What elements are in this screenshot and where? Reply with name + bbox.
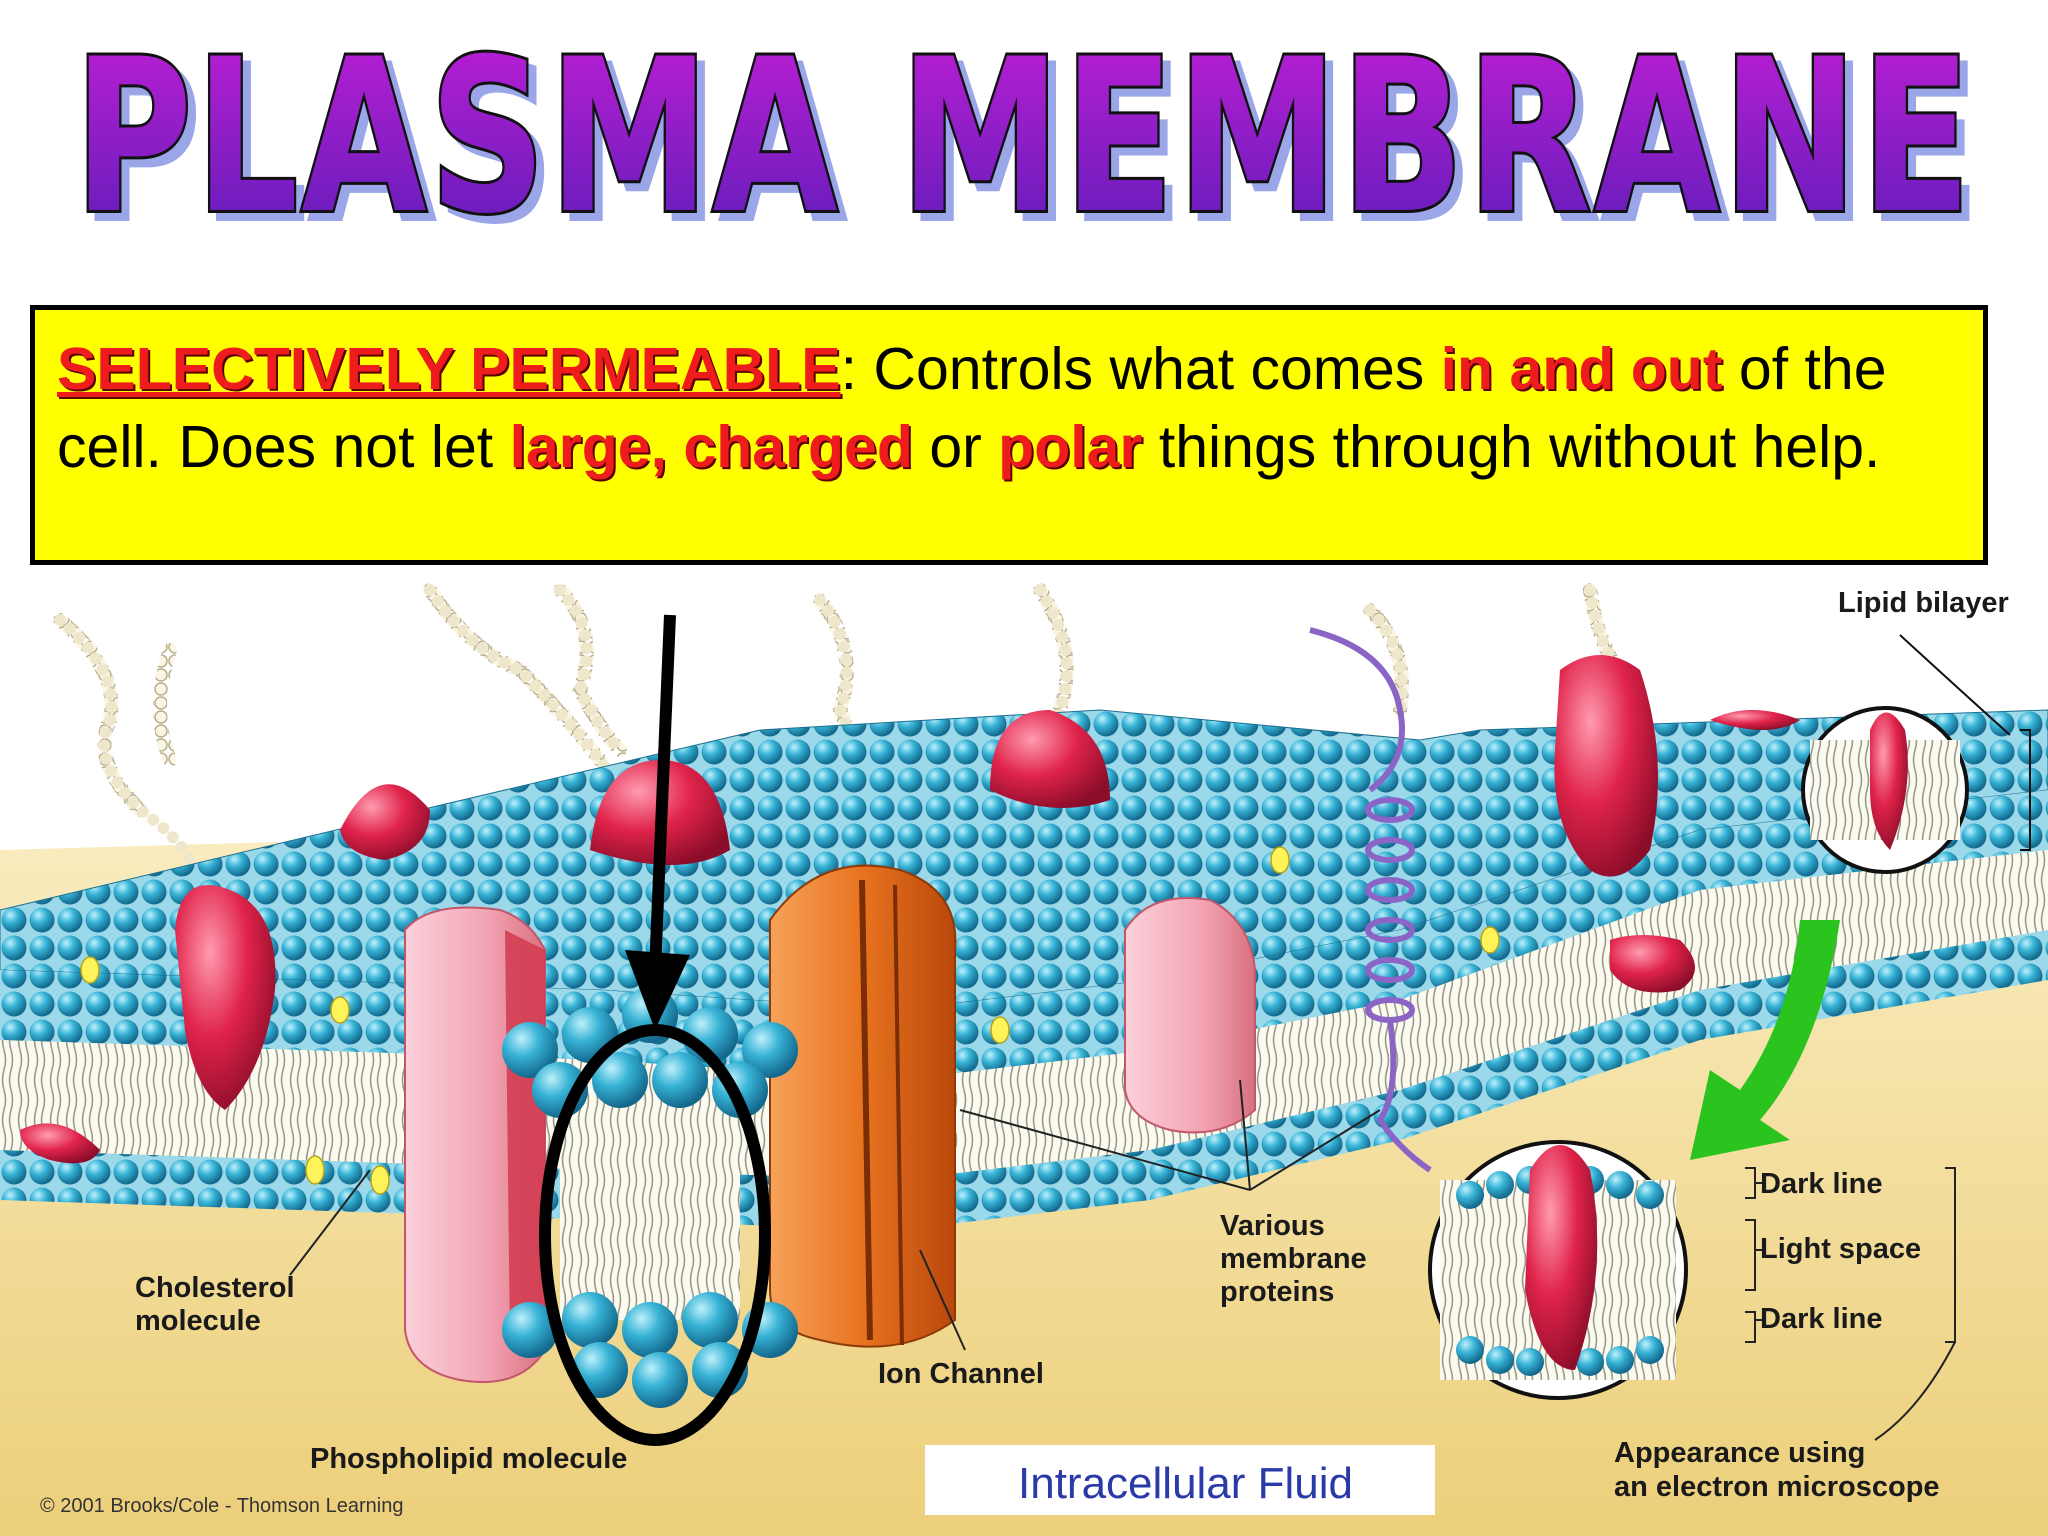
pink-protein-right — [1124, 897, 1256, 1134]
label-pointers — [289, 1079, 1381, 1351]
integral-protein-left — [175, 885, 276, 1110]
label-various-2: membrane — [1220, 1243, 1367, 1275]
title-area: PLASMA MEMBRANE PLASMA MEMBRANE — [0, 20, 2048, 240]
label-phospholipid: Phospholipid molecule — [310, 1443, 627, 1475]
definition-highlight-polar: polar — [998, 414, 1143, 480]
definition-highlight-large: large — [509, 414, 651, 480]
em-brackets — [1745, 1167, 1956, 1343]
definition-text-4: things through without help. — [1142, 414, 1881, 480]
definition-term: SELECTIVELY PERMEABLE — [57, 336, 841, 402]
phospholipid-arrow — [625, 614, 690, 1030]
peripheral-proteins — [20, 710, 1800, 1164]
em-pointer — [1874, 1341, 1956, 1441]
intracellular-label-bg — [925, 1445, 1435, 1515]
bilayer-callout-large — [1428, 1140, 1688, 1400]
label-various-3: proteins — [1220, 1276, 1334, 1308]
lipid-bilayer-bracket — [2020, 729, 2031, 851]
definition-text-1: Controls what comes — [856, 336, 1441, 402]
label-cholesterol-2: molecule — [135, 1305, 261, 1337]
label-cholesterol-1: Cholesterol — [135, 1272, 295, 1304]
label-various-1: Various — [1220, 1210, 1325, 1242]
label-dark-line-2: Dark line — [1760, 1303, 1883, 1335]
bilayer-callout-small — [1801, 706, 1969, 874]
definition-text-3: or — [912, 414, 999, 480]
ion-channel-protein — [769, 864, 957, 1348]
definition-box: SELECTIVELY PERMEABLE: Controls what com… — [30, 305, 1988, 565]
definition-separator: , — [650, 414, 684, 480]
zoom-arrow — [1690, 920, 1840, 1160]
label-light-space: Light space — [1760, 1233, 1921, 1265]
helix-protein — [1309, 627, 1432, 1173]
definition-text-2: of the cell. Does not let — [57, 336, 1887, 480]
cholesterol-molecules — [80, 846, 1500, 1195]
definition-colon: : — [840, 336, 857, 402]
page-title-shadow: PLASMA MEMBRANE — [82, 21, 1982, 240]
copyright-text: © 2001 Brooks/Cole - Thomson Learning — [40, 1495, 403, 1517]
integral-protein-right — [1554, 655, 1658, 877]
lipid-bilayer-pointer — [1899, 634, 2011, 736]
definition-highlight-charged: charged — [683, 414, 913, 480]
definition-highlight-in-out: in and out — [1440, 336, 1723, 402]
label-appearance-1: Appearance using — [1614, 1437, 1865, 1469]
lower-head-row — [0, 930, 2048, 1230]
label-lipid-bilayer: Lipid bilayer — [1838, 587, 2009, 619]
phospholipid-oval — [539, 1024, 771, 1446]
page-title: PLASMA MEMBRANE — [74, 20, 1974, 240]
label-appearance-2: an electron microscope — [1614, 1471, 1940, 1503]
label-dark-line-1: Dark line — [1760, 1168, 1883, 1200]
label-intracellular-fluid: Intracellular Fluid — [1018, 1459, 1353, 1508]
label-ion-channel: Ion Channel — [878, 1358, 1044, 1390]
